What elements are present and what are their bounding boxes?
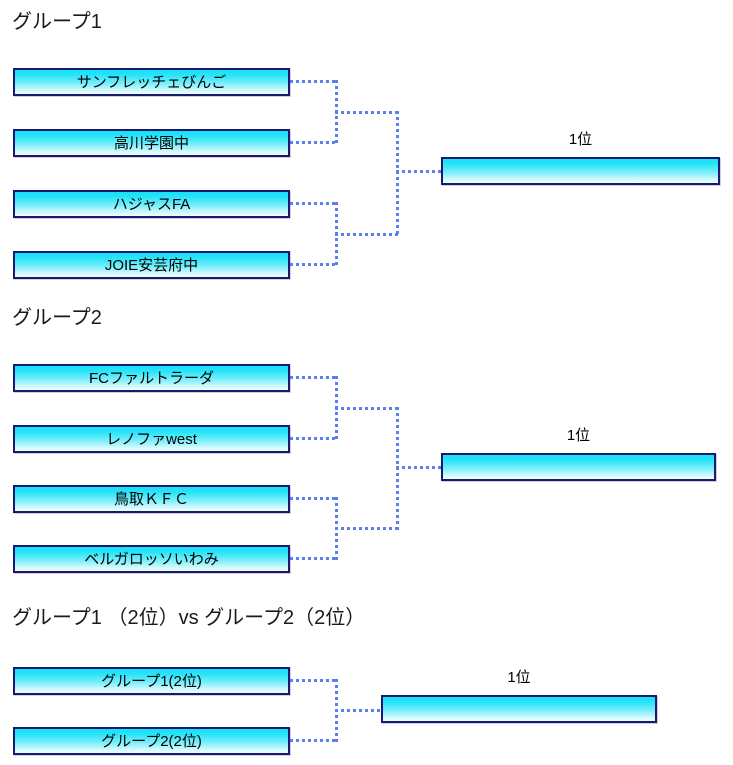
- playoff-winner-box[interactable]: [381, 695, 657, 723]
- group2-slot-3-label: 鳥取ＫＦＣ: [113, 490, 189, 508]
- group2-connector-slot3-out: [290, 497, 338, 500]
- group2-connector-semi-a-out: [335, 407, 399, 410]
- group1-winner-box[interactable]: [441, 157, 720, 185]
- group2-rank-label: 1位: [566, 427, 591, 444]
- group1-heading: グループ1: [12, 11, 102, 33]
- group2-connector-slot4-out: [290, 557, 338, 560]
- playoff-connector-slot2-out: [290, 739, 338, 742]
- group2-slot-2[interactable]: レノファwest: [13, 425, 290, 453]
- group1-connector-final-out: [396, 170, 443, 173]
- group2-slot-1[interactable]: FCファルトラーダ: [13, 364, 290, 392]
- group2-slot-4-label: ベルガロッソいわみ: [84, 550, 219, 568]
- group1-slot-3[interactable]: ハジャスFA: [13, 190, 290, 218]
- group1-slot-2[interactable]: 高川学園中: [13, 129, 290, 157]
- playoff-rank-label: 1位: [507, 669, 531, 686]
- group2-slot-1-label: FCファルトラーダ: [89, 369, 214, 387]
- group2-slot-3[interactable]: 鳥取ＫＦＣ: [13, 485, 290, 513]
- group1-connector-slot2-out: [290, 141, 338, 144]
- group1-connector-slot1-out: [290, 80, 338, 83]
- group1-connector-final-vertical: [396, 111, 399, 236]
- group1-slot-3-label: ハジャスFA: [112, 195, 191, 213]
- group1-slot-1[interactable]: サンフレッチェびんご: [13, 68, 290, 96]
- group1-rank-label: 1位: [568, 131, 593, 148]
- group2-slot-4[interactable]: ベルガロッソいわみ: [13, 545, 290, 573]
- playoff-slot-1[interactable]: グループ1(2位): [13, 667, 290, 695]
- playoff-connector-final-out: [335, 709, 383, 712]
- group1-connector-slot3-out: [290, 202, 338, 205]
- playoff-slot-1-label: グループ1(2位): [101, 672, 202, 690]
- group2-connector-semi-b-out: [335, 527, 399, 530]
- group2-connector-slot2-out: [290, 437, 338, 440]
- playoff-slot-2[interactable]: グループ2(2位): [13, 727, 290, 755]
- group1-slot-1-label: サンフレッチェびんご: [76, 73, 227, 91]
- playoff-heading: グループ1 （2位）vs グループ2（2位）: [12, 607, 366, 629]
- group2-heading: グループ2: [12, 307, 102, 329]
- playoff-slot-2-label: グループ2(2位): [101, 732, 202, 750]
- group1-slot-4[interactable]: JOIE安芸府中: [13, 251, 290, 279]
- group1-connector-semi-a-out: [335, 111, 399, 114]
- group2-slot-2-label: レノファwest: [106, 430, 197, 448]
- group1-connector-slot4-out: [290, 263, 338, 266]
- group2-connector-slot1-out: [290, 376, 338, 379]
- group1-slot-4-label: JOIE安芸府中: [104, 256, 199, 274]
- group1-connector-semi-b-out: [335, 233, 399, 236]
- playoff-connector-slot1-out: [290, 679, 338, 682]
- group2-winner-box[interactable]: [441, 453, 716, 481]
- group2-connector-final-out: [396, 466, 443, 469]
- group1-slot-2-label: 高川学園中: [113, 134, 189, 152]
